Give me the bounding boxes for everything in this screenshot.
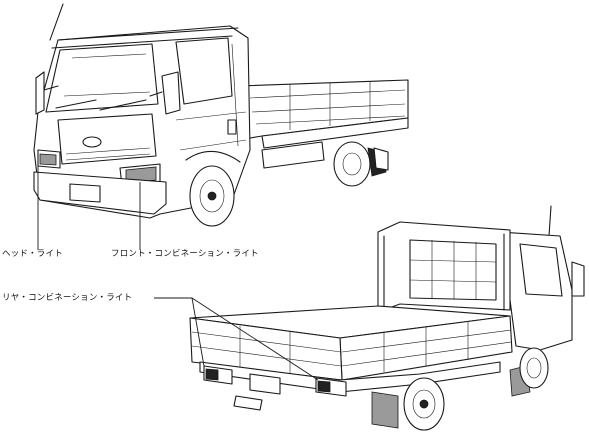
- rear-combo-leader-2: [191, 297, 319, 381]
- rear-truck-illustration: [189, 205, 585, 431]
- headlight-label: ヘッド・ライト: [2, 249, 63, 259]
- front-truck-illustration: [33, 3, 409, 227]
- rear-combination-light-label: リヤ・コンビネーション・ライト: [2, 293, 133, 303]
- front-combination-light-label: フロント・コンビネーション・ライト: [111, 249, 259, 259]
